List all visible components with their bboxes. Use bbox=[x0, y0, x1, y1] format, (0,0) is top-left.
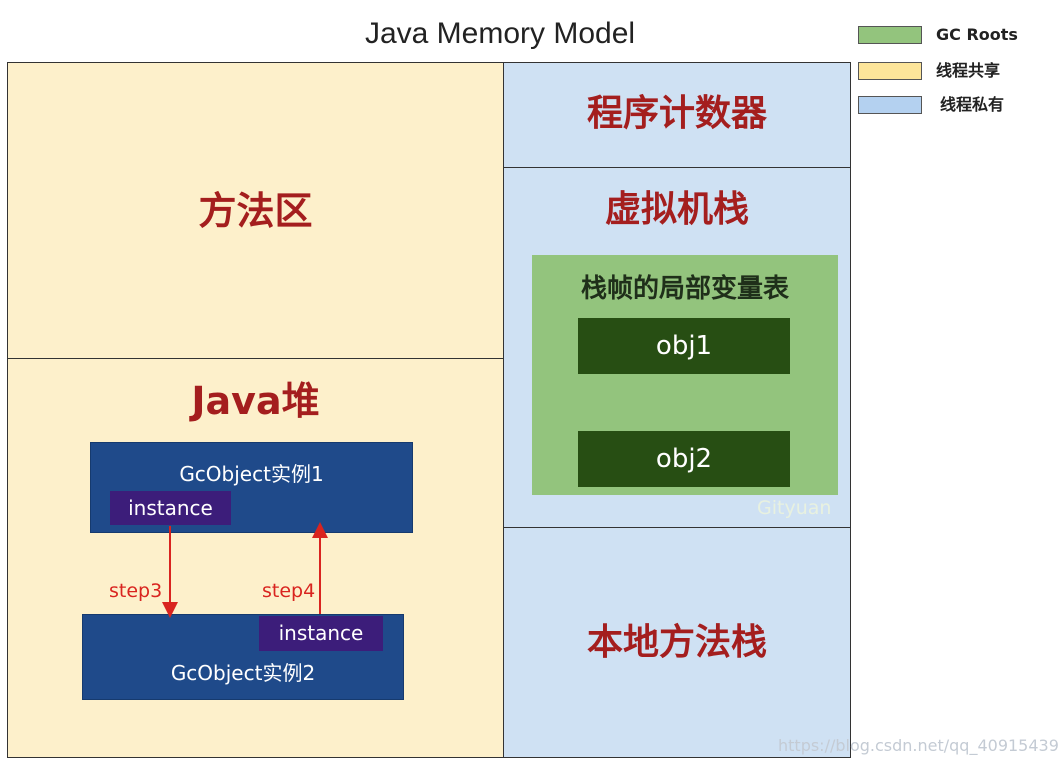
native-method-stack-label: 本地方法栈 bbox=[586, 622, 767, 663]
legend-label-thread-private: 线程私有 bbox=[940, 95, 1005, 114]
pc-register-region bbox=[503, 62, 851, 169]
step3-label: step3 bbox=[109, 580, 163, 602]
java-heap-label: Java堆 bbox=[191, 379, 320, 423]
url-watermark: https://blog.csdn.net/qq_40915439 bbox=[778, 736, 1059, 755]
diagram-title: Java Memory Model bbox=[364, 17, 636, 50]
local-var-obj2: obj2 bbox=[578, 431, 790, 487]
pc-register-label: 程序计数器 bbox=[586, 93, 767, 134]
stack-frame-label: 栈帧的局部变量表 bbox=[580, 274, 789, 304]
gc-object-1-label: GcObject实例1 bbox=[179, 462, 324, 486]
legend-swatch-gc-roots bbox=[858, 26, 922, 44]
local-var-obj1: obj1 bbox=[578, 318, 790, 374]
gc-object-2-label: GcObject实例2 bbox=[170, 661, 316, 685]
legend-swatch-thread-shared bbox=[858, 62, 922, 80]
vm-stack-label: 虚拟机栈 bbox=[604, 189, 749, 230]
method-area-label: 方法区 bbox=[198, 189, 313, 233]
legend: GC Roots 线程共享 线程私有 bbox=[858, 26, 1028, 116]
author-watermark: Gityuan bbox=[757, 497, 832, 519]
step4-label: step4 bbox=[262, 580, 316, 602]
reference-arrows bbox=[162, 522, 328, 618]
method-area-region bbox=[7, 62, 504, 360]
legend-label-thread-shared: 线程共享 bbox=[936, 61, 1001, 80]
legend-label-gc-roots: GC Roots bbox=[936, 25, 1018, 44]
gc-object-1-instance-field: instance bbox=[110, 491, 231, 525]
native-method-stack-region bbox=[503, 527, 851, 758]
legend-swatch-thread-private bbox=[858, 96, 922, 114]
gc-object-2-instance-field: instance bbox=[259, 616, 383, 651]
